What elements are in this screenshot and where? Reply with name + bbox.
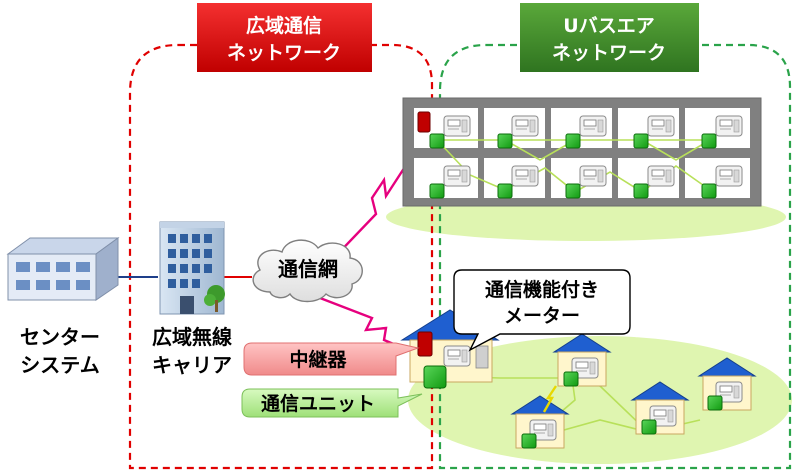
repeater-device [417,331,433,357]
wide-area-network-header: 広域通信 ネットワーク [197,3,372,72]
meter-callout-line1: 通信機能付き [485,278,599,301]
u-bus-header-line2: ネットワーク [552,42,666,64]
comm-unit-device [423,365,447,389]
comm-network-label: 通信網 [278,257,338,281]
center-system-label-line1: センター [20,325,100,349]
meter-callout-line2: メーター [504,305,580,327]
wireless-link-to-repeater [319,296,409,352]
carrier-label-line1: 広域無線 [152,325,232,349]
center-system-label-line2: システム [20,353,99,377]
wireless-link-to-building [329,135,427,263]
repeater-label-text: 中継器 [289,348,347,371]
housing-ground-ellipse [408,336,792,464]
u-bus-air-network-header: Uバスエア ネットワーク [520,3,699,72]
repeater-label: 中継器 [243,342,420,376]
center-system-icon [6,237,120,301]
comm-network-cloud: 通信網 [252,239,363,303]
meter-callout: 通信機能付き メーター [453,269,631,352]
comm-unit-label-text: 通信ユニット [261,392,375,415]
wide-area-header-line1: 広域通信 [246,14,322,37]
carrier-building-icon [159,221,225,315]
comm-unit-label: 通信ユニット [241,388,423,418]
u-bus-header-line1: Uバスエア [563,15,654,37]
apartment-building [402,97,762,207]
house-4 [511,385,569,449]
wide-area-header-line2: ネットワーク [227,42,341,64]
carrier-label-line2: キャリア [152,353,232,377]
wide-area-region [128,43,434,470]
u-bus-air-region [438,43,792,470]
